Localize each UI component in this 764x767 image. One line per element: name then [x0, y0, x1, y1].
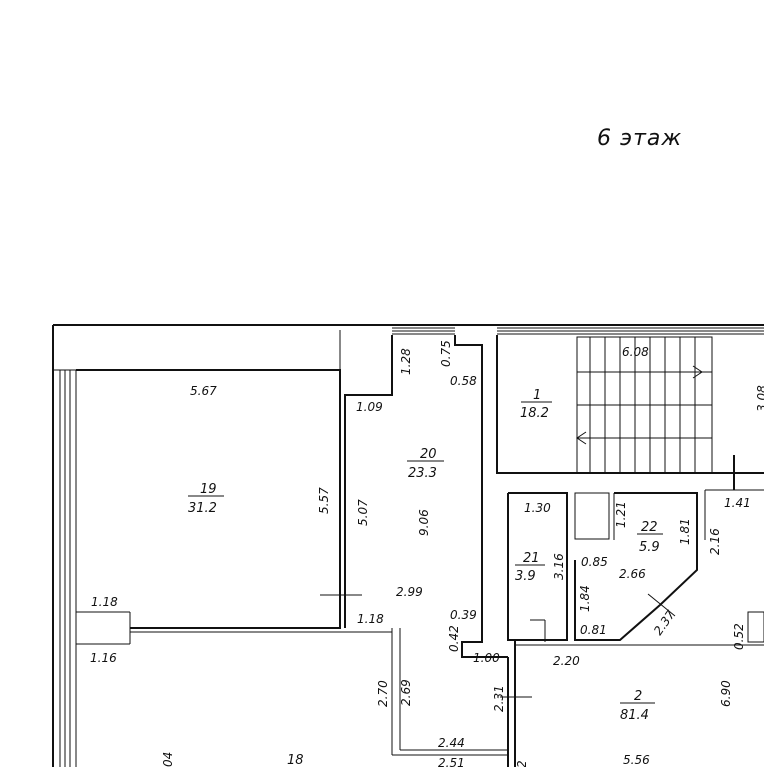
dimension-labels: 5.67 5.57 1.18 1.16 1.28 0.75 0.58 1.09 … [90, 340, 764, 767]
dim-label: 2.20 [553, 654, 580, 668]
dim-label: 1.81 [678, 518, 692, 545]
dim-label: 6.08 [622, 345, 649, 359]
dim-label: 5.56 [623, 753, 650, 767]
dim-label: 1.09 [356, 400, 383, 414]
floor-title: 6 этаж [597, 126, 682, 151]
dim-label: 1.30 [524, 501, 551, 515]
room-21-outline [507, 492, 610, 642]
dim-label: 0.85 [581, 555, 608, 569]
dim-label: 2.44 [438, 736, 465, 750]
dim-label: 2.37 [651, 608, 678, 638]
room-22-number: 22 [641, 520, 658, 535]
room-20-outline [344, 335, 508, 756]
room-22-area: 5.9 [639, 540, 660, 555]
dim-label: 04 [161, 752, 175, 767]
dim-label: 3.16 [552, 553, 566, 580]
room-18-number: 18 [287, 753, 304, 767]
room-20-area: 23.3 [408, 466, 437, 481]
room-20-number: 20 [420, 447, 437, 462]
room-19-area: 31.2 [188, 501, 217, 516]
room-2-outline [500, 489, 764, 767]
dim-label: 1.28 [399, 348, 413, 375]
dim-label: 1.18 [357, 612, 384, 626]
dim-label: 9.06 [417, 509, 431, 536]
dim-label: 2.16 [708, 528, 722, 555]
room-21-area: 3.9 [515, 569, 536, 584]
dim-label: 0.58 [450, 374, 477, 388]
dim-label: 2.66 [619, 567, 646, 581]
dim-label: 2.31 [492, 685, 506, 712]
dim-label: 0.52 [732, 623, 746, 650]
dim-label: 2.51 [438, 756, 465, 767]
dim-label: 5.57 [317, 487, 331, 514]
dim-label: 3.08 [755, 385, 764, 412]
dim-label: 0.81 [580, 623, 607, 637]
room-labels: 1 18.2 2 81.4 18 19 31.2 20 23.3 21 3.9 … [188, 388, 663, 767]
dim-label: 0.75 [439, 340, 453, 367]
room-21-number: 21 [523, 551, 540, 566]
dim-label: 2.70 [376, 680, 390, 707]
dim-label: 1.41 [724, 496, 751, 510]
dim-label: 0.42 [447, 625, 461, 652]
dim-label: 1.84 [578, 585, 592, 612]
dim-label: 6.90 [719, 680, 733, 707]
dim-label: 1.18 [91, 595, 118, 609]
dim-label: 2 [515, 760, 529, 767]
room-19-number: 19 [200, 482, 217, 497]
dim-label: 1.21 [614, 501, 628, 528]
dim-label: 2.99 [396, 585, 423, 599]
dim-label: 2.69 [399, 679, 413, 706]
room-1-staircase [496, 335, 764, 490]
dim-label: 1.00 [473, 651, 500, 665]
dim-label: 0.39 [450, 608, 477, 622]
room-1-area: 18.2 [520, 406, 549, 421]
room-1-number: 1 [533, 388, 541, 403]
dim-label: 5.07 [356, 499, 370, 526]
dim-label: 5.67 [190, 384, 217, 398]
dim-label: 1.16 [90, 651, 117, 665]
room-2-area: 81.4 [620, 708, 649, 723]
room-2-number: 2 [634, 689, 642, 704]
room-22-outline [574, 492, 698, 641]
